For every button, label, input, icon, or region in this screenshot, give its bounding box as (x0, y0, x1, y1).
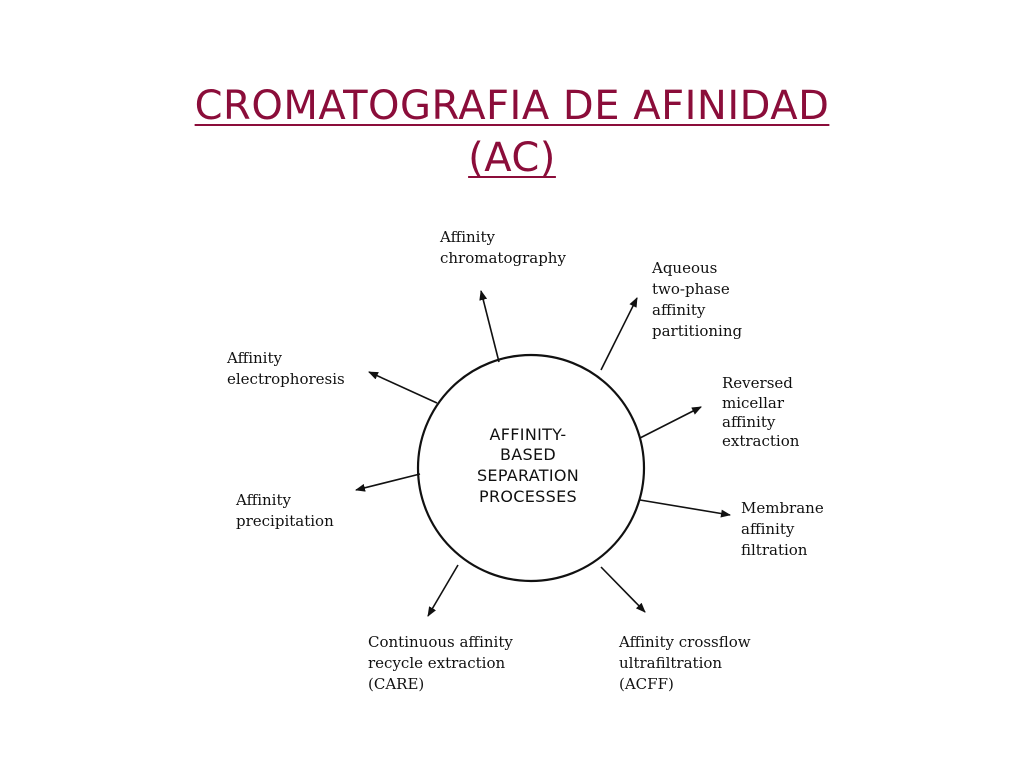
process-label-line: filtration (741, 541, 808, 559)
process-label-chromatography: Affinity chromatography (439, 228, 566, 267)
arrow-electrophoresis (368, 371, 438, 404)
center-label-line: PROCESSES (479, 487, 577, 506)
center-label-line: BASED (500, 445, 556, 464)
process-label-line: ultrafiltration (619, 654, 722, 672)
arrow-precipitation (355, 473, 421, 492)
process-label-line: partitioning (652, 322, 743, 340)
process-label-precipitation: Affinity precipitation (235, 491, 334, 530)
process-label-line: Affinity crossflow (618, 633, 751, 651)
arrow-care (427, 564, 459, 617)
center-label-line: SEPARATION (477, 466, 579, 485)
title-line-1: CROMATOGRAFIA DE AFINIDAD (194, 83, 830, 129)
arrow-chromatography (479, 290, 500, 363)
center-circle (416, 353, 646, 583)
process-label-line: affinity (741, 520, 795, 538)
process-label-line: Affinity (439, 228, 496, 246)
arrow-membrane (639, 499, 731, 518)
center-label: AFFINITY- BASED SEPARATION PROCESSES (477, 425, 579, 506)
process-label-line: recycle extraction (368, 654, 506, 672)
process-label-line: micellar (722, 394, 785, 412)
process-label-line: Reversed (722, 374, 793, 392)
arrow-crossflow (600, 566, 646, 613)
process-label-line: electrophoresis (227, 370, 345, 388)
process-label-line: affinity (722, 413, 776, 431)
arrow-two-phase (600, 297, 638, 371)
title-line-2: (AC) (468, 135, 556, 181)
process-label-line: Affinity (235, 491, 292, 509)
process-label-line: Affinity (226, 349, 283, 367)
process-label-two-phase: Aqueous two-phase affinity partitioning (651, 259, 743, 340)
process-label-crossflow: Affinity crossflow ultrafiltration (ACFF… (618, 633, 751, 693)
process-label-electrophoresis: Affinity electrophoresis (226, 349, 345, 388)
process-label-membrane: Membrane affinity filtration (741, 499, 824, 559)
process-label-line: chromatography (440, 249, 566, 267)
process-label-line: two-phase (652, 280, 730, 298)
center-label-line: AFFINITY- (490, 425, 567, 444)
process-label-micellar: Reversed micellar affinity extraction (722, 374, 800, 450)
process-label-line: (CARE) (368, 675, 424, 693)
process-label-line: affinity (652, 301, 706, 319)
arrow-micellar (639, 406, 702, 439)
slide-title: CROMATOGRAFIA DE AFINIDAD (AC) (0, 80, 1024, 184)
process-label-line: (ACFF) (619, 675, 674, 693)
process-label-line: extraction (722, 432, 800, 450)
process-label-line: precipitation (236, 512, 334, 530)
process-label-line: Continuous affinity (368, 633, 513, 651)
process-label-line: Membrane (741, 499, 824, 517)
process-label-line: Aqueous (651, 259, 717, 277)
process-label-care: Continuous affinity recycle extraction (… (368, 633, 513, 693)
arrows (355, 290, 731, 617)
